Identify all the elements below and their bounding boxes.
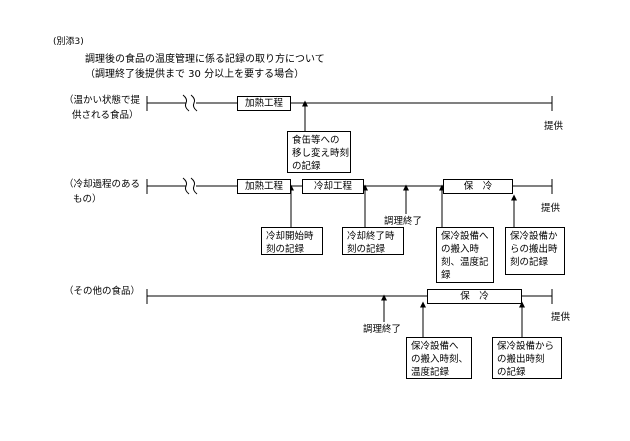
- row2-heating-bar: 加熱工程: [237, 179, 291, 194]
- box-line: 刻、温度記: [441, 257, 489, 268]
- row1-category-line1: （温かい状態で提: [64, 95, 141, 106]
- box-line: 冷却終了時: [347, 231, 395, 242]
- box-line: 温度記録: [411, 367, 450, 378]
- row2-cooling-bar: 冷却工程: [302, 179, 364, 194]
- box-line: 刻の記録: [510, 257, 549, 268]
- box-line: 保冷設備から: [497, 341, 555, 352]
- row3-cooking-end-label: 調理終了: [363, 324, 402, 335]
- row2-cold-storage-bar: 保 冷: [443, 179, 513, 194]
- box-line: 移し変え時刻: [292, 148, 350, 159]
- box-line: 食缶等への: [292, 135, 340, 146]
- box-line: 保冷設備か: [510, 231, 558, 242]
- row2-category-line2: もの）: [73, 194, 102, 205]
- row1-serve-label: 提供: [544, 121, 564, 132]
- box-line: 刻の記録: [347, 244, 386, 255]
- row3-storage-in-box: 保冷設備へ の搬入時刻、 温度記録: [406, 337, 472, 379]
- row3-cold-storage-bar: 保 冷: [427, 289, 522, 304]
- box-line: 保冷設備へ: [441, 231, 489, 242]
- row2-storage-out-box: 保冷設備か らの搬出時 刻の記録: [505, 227, 565, 275]
- row2-cooking-end-label: 調理終了: [384, 216, 423, 227]
- title-line-2: （調理終了後提供まで 30 分以上を要する場合）: [85, 69, 305, 80]
- row1-transfer-record-box: 食缶等への 移し変え時刻 の記録: [287, 131, 351, 173]
- row1-heating-bar: 加熱工程: [237, 96, 291, 111]
- row1-category-line2: 供される食品）: [72, 110, 139, 121]
- row2-storage-in-box: 保冷設備へ の搬入時 刻、温度記 録: [436, 227, 494, 283]
- box-line: らの搬出時: [510, 244, 558, 255]
- row3-category: （その他の食品）: [64, 286, 141, 297]
- box-line: 保冷設備へ: [411, 341, 459, 352]
- row3-storage-out-box: 保冷設備から の搬出時刻 の記録: [492, 337, 562, 379]
- row2-cooling-start-box: 冷却開始時 刻の記録: [261, 227, 323, 255]
- row2-serve-label: 提供: [541, 203, 561, 214]
- box-line: の搬出時刻: [497, 354, 545, 365]
- row2-cooling-end-box: 冷却終了時 刻の記録: [342, 227, 404, 255]
- box-line: 冷却開始時: [266, 231, 314, 242]
- box-line: 刻の記録: [266, 244, 305, 255]
- row3-serve-label: 提供: [551, 312, 571, 323]
- box-line: の記録: [292, 161, 321, 172]
- box-line: の記録: [497, 367, 526, 378]
- title-line-1: 調理後の食品の温度管理に係る記録の取り方について: [85, 54, 325, 65]
- box-line: の搬入時刻、: [411, 354, 469, 365]
- box-line: の搬入時: [441, 244, 480, 255]
- ref-label: (別添3): [53, 37, 84, 47]
- row2-category-line1: （冷却過程のある: [64, 179, 141, 190]
- box-line: 録: [441, 270, 451, 281]
